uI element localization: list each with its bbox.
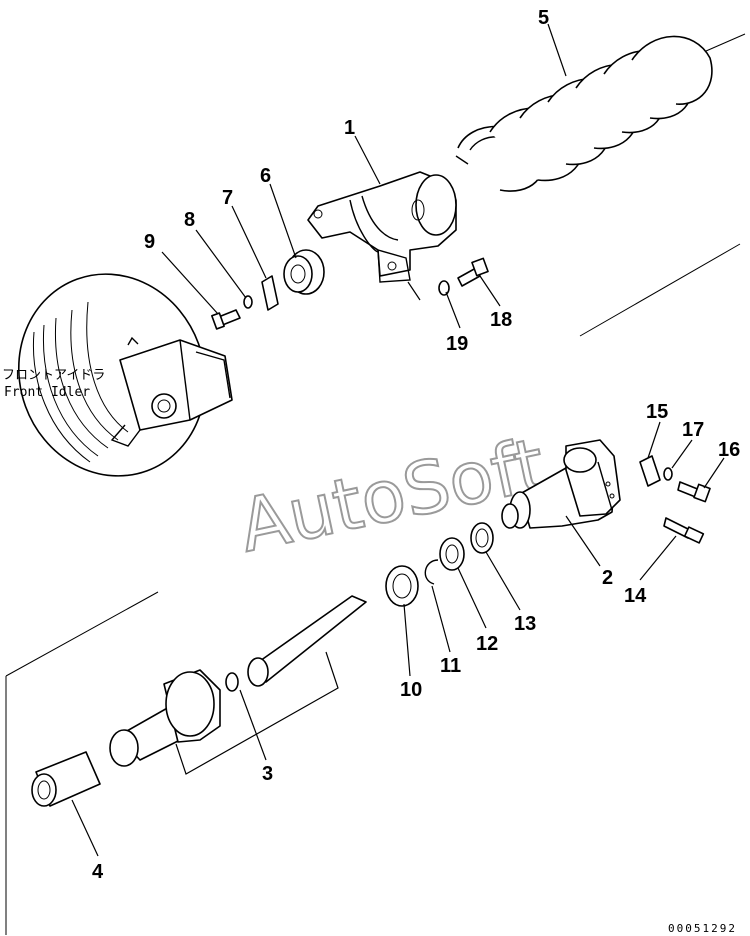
seal-ring-10 (385, 565, 419, 607)
drawing-number: 00051292 (668, 922, 737, 935)
snap-ring-11 (424, 559, 439, 585)
callout-12: 12 (476, 633, 498, 655)
callout-2: 2 (602, 567, 613, 589)
bushing (31, 751, 101, 807)
callout-11: 11 (440, 655, 461, 677)
recoil-spring (455, 33, 746, 337)
grease-fitting (663, 517, 705, 544)
yoke (307, 171, 457, 301)
bolt-18 (457, 257, 489, 287)
callout-13: 13 (514, 613, 536, 635)
callout-7: 7 (222, 187, 233, 209)
callout-9: 9 (144, 231, 155, 253)
callout-1: 1 (344, 117, 355, 139)
callout-15: 15 (646, 401, 668, 423)
washer-17 (663, 467, 673, 481)
front-idler-label-jp: フロントアイドラ (2, 368, 105, 383)
cylinder (501, 439, 621, 529)
lock-plate (261, 275, 279, 311)
piston-rod (5, 591, 367, 935)
callout-18: 18 (490, 309, 512, 331)
lock-plate-15 (639, 455, 661, 487)
washer-19 (438, 280, 450, 296)
leader-lines (71, 23, 725, 857)
ring-12 (439, 537, 465, 571)
callout-17: 17 (682, 419, 704, 441)
bolt-16 (677, 481, 711, 503)
front-idler-label-en: Front Idler (4, 385, 90, 400)
callout-19: 19 (446, 333, 468, 355)
callout-5: 5 (538, 7, 549, 29)
watermark: AutoSoft (232, 422, 552, 568)
callout-6: 6 (260, 165, 271, 187)
washer-9 (243, 295, 253, 309)
front-idler-wheel (17, 273, 233, 477)
bolt-8 (211, 309, 241, 330)
callout-3: 3 (262, 763, 273, 785)
callout-10: 10 (400, 679, 422, 701)
ring-13 (470, 522, 494, 554)
callout-14: 14 (624, 585, 647, 607)
nut (283, 249, 325, 295)
callout-16: 16 (718, 439, 740, 461)
callout-8: 8 (184, 209, 195, 231)
callout-4: 4 (92, 861, 104, 883)
